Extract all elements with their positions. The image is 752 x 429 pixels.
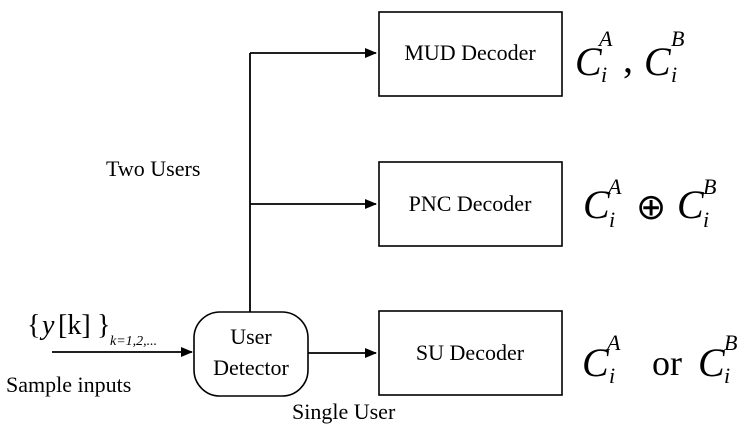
su-output-c1: C [582, 340, 610, 385]
pnc-output-xor-icon: ⊕ [636, 187, 666, 227]
mud-output-sub-i1: i [601, 62, 607, 87]
mud-decoder-box [378, 11, 563, 97]
su-output-expression: C A i or C B i [582, 330, 737, 388]
input-close-brace: } [97, 310, 110, 341]
su-decoder-label: SU Decoder [416, 340, 525, 365]
user-detector-label-line2: Detector [213, 355, 289, 380]
user-detector-label-line1: User [230, 324, 272, 349]
pnc-decoder-label: PNC Decoder [409, 191, 532, 216]
mud-output-c1: C [575, 39, 603, 84]
mud-output-sup-a: A [597, 26, 613, 51]
mud-output-expression: C A i , C B i [575, 26, 684, 87]
input-index: [k] [58, 310, 91, 341]
single-user-label: Single User [292, 399, 396, 424]
input-subscript: k=1,2,... [110, 334, 157, 349]
sample-inputs-label: Sample inputs [6, 372, 131, 397]
pnc-output-c2: C [677, 182, 705, 227]
su-decoder-box [378, 310, 563, 396]
pnc-output-sub-i2: i [703, 207, 709, 232]
mud-output-sup-b: B [671, 26, 684, 51]
input-open-brace: { [27, 310, 40, 341]
mud-output-separator: , [623, 36, 633, 81]
su-output-sup-a: A [605, 330, 621, 355]
pnc-output-expression: C A i ⊕ C B i [583, 174, 716, 232]
mud-decoder-label: MUD Decoder [404, 40, 536, 65]
input-expression: { y [k] } k=1,2,... [27, 310, 157, 349]
su-output-or: or [652, 343, 682, 383]
su-output-sup-b: B [724, 330, 737, 355]
pnc-output-sup-b: B [703, 174, 716, 199]
pnc-output-c1: C [583, 182, 611, 227]
input-variable: y [39, 310, 55, 341]
mud-output-sub-i2: i [671, 62, 677, 87]
su-output-sub-i2: i [724, 363, 730, 388]
mud-output-c2: C [644, 39, 672, 84]
su-output-sub-i1: i [609, 363, 615, 388]
user-detector-box [193, 311, 309, 397]
su-output-c2: C [698, 340, 726, 385]
two-users-label: Two Users [106, 156, 200, 181]
pnc-decoder-box [378, 161, 563, 247]
pnc-output-sup-a: A [606, 174, 622, 199]
pnc-output-sub-i1: i [609, 207, 615, 232]
